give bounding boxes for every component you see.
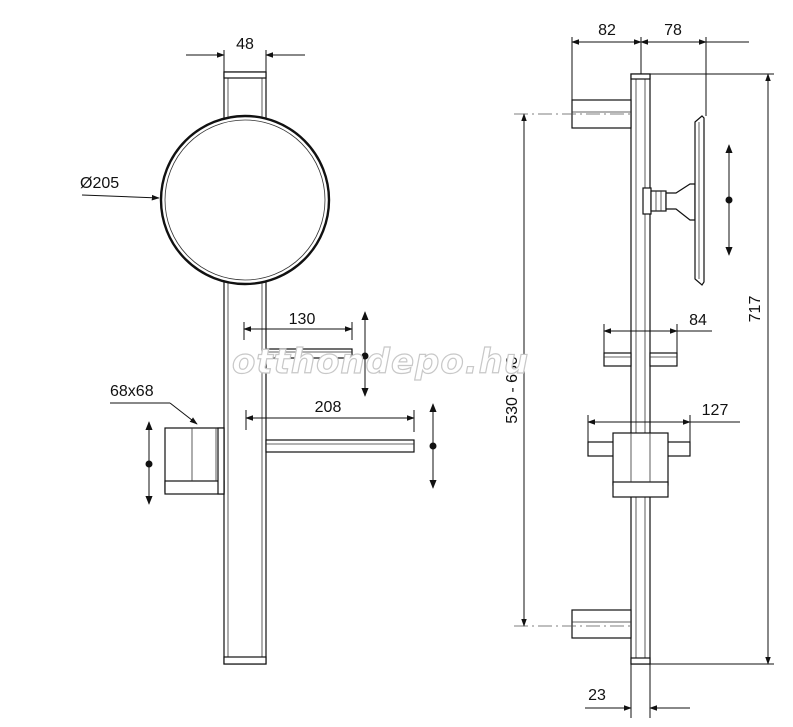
dim-mount-spacing: 530 - 630 <box>504 356 521 424</box>
dim-large-shelf: 208 <box>315 399 342 416</box>
dim-rail-profile: 23 <box>588 687 606 704</box>
dim-small-shelf-depth: 84 <box>689 312 707 329</box>
side-small-shelf <box>603 352 678 367</box>
dim-small-shelf: 130 <box>289 311 316 328</box>
dim-cup-size: 68x68 <box>110 383 154 400</box>
side-rail <box>630 73 651 665</box>
front-rail-bottom-cap <box>223 656 267 665</box>
side-mirror-adjust-arrow <box>725 144 733 256</box>
dim-mount-offset: 82 <box>598 22 616 39</box>
front-shelf-adjust-arrow <box>361 311 369 397</box>
front-view: 48 Ø205 130 208 68x68 <box>80 36 437 665</box>
front-large-shelf <box>265 439 415 453</box>
dim-mirror-offset: 78 <box>664 22 682 39</box>
front-mirror <box>159 114 331 286</box>
dim-mirror-diameter: Ø205 <box>80 175 119 192</box>
side-view: 82 78 84 127 530 - 630 717 <box>504 22 774 718</box>
side-cup-holder <box>587 432 691 498</box>
front-cup <box>164 427 225 495</box>
dim-total-height: 717 <box>747 296 764 323</box>
front-small-shelf <box>265 348 353 359</box>
front-large-shelf-adjust-arrow <box>429 403 437 489</box>
side-bottom-mount <box>571 609 632 639</box>
dim-cup-holder-depth: 127 <box>702 402 729 419</box>
front-rail-top-cap <box>223 71 267 79</box>
watermark-text: otthondepo.hu <box>232 342 529 382</box>
side-mirror <box>642 115 705 286</box>
front-cup-adjust-arrow <box>145 421 153 505</box>
dim-rail-width: 48 <box>236 36 254 53</box>
